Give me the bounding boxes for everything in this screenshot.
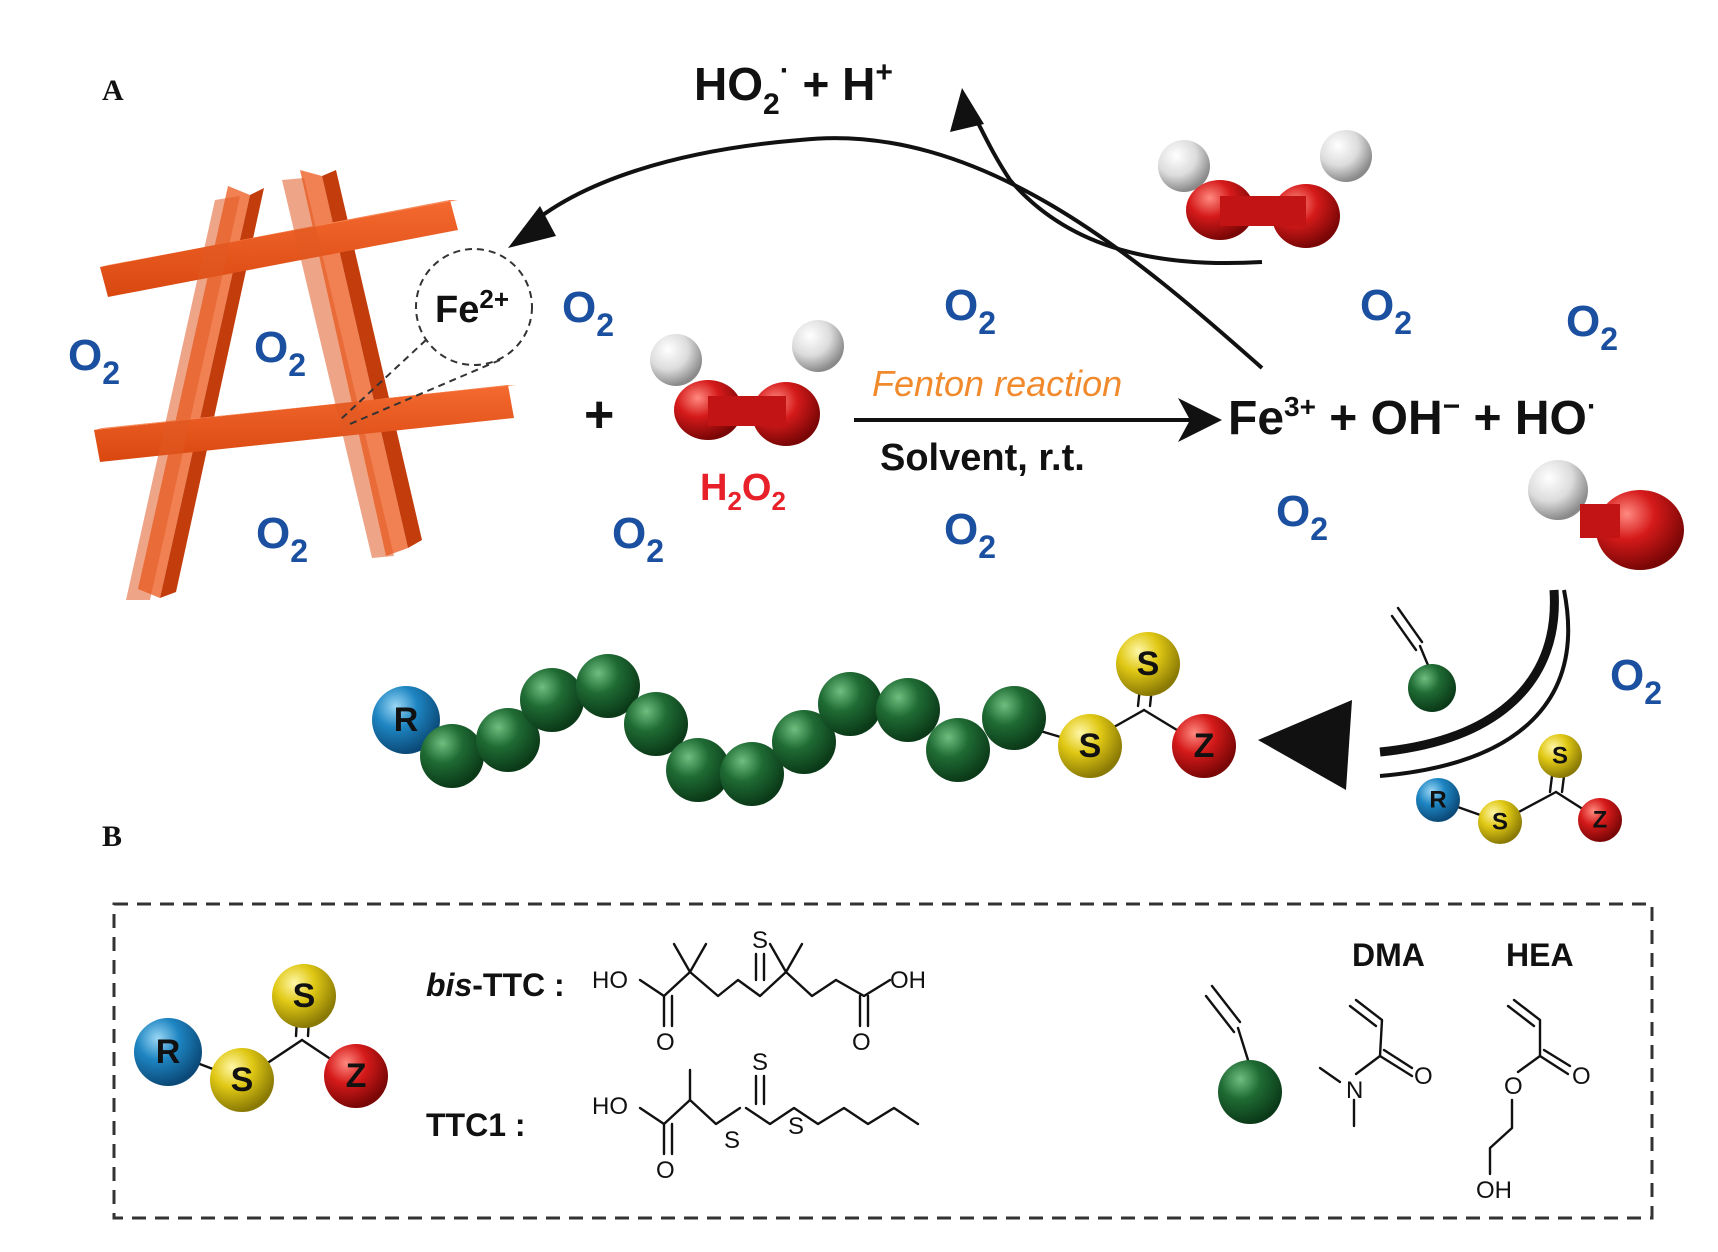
cta-legend-s1: S (231, 1061, 254, 1099)
cta-small-z: Z (1593, 807, 1608, 834)
h2o2-molecule (650, 320, 844, 446)
fenton-products-label: Fe3+ + OH− + HO· (1228, 390, 1597, 445)
o2-label: O2 (944, 505, 996, 565)
cta-legend-s2: S (293, 977, 316, 1015)
o2-label: O2 (68, 331, 120, 391)
o2-label: O2 (612, 509, 664, 569)
svg-text:O: O (852, 1029, 871, 1056)
o2-label: O2 (1566, 297, 1618, 357)
o2-label: O2 (256, 509, 308, 569)
cta-small-r: R (1429, 787, 1446, 814)
fe2-callout: Fe2+ (339, 248, 533, 425)
svg-text:N: N (1346, 1077, 1363, 1104)
svg-text:O: O (1414, 1063, 1433, 1090)
chain-s2-label: S (1137, 645, 1160, 683)
o2-label: O2 (1276, 487, 1328, 547)
chain-z-label: Z (1194, 727, 1215, 765)
o2-label: O2 (562, 283, 614, 343)
fenton-arrow (854, 398, 1222, 442)
fenton-reaction-label: Fenton reaction (872, 363, 1122, 404)
svg-text:OH: OH (1476, 1177, 1512, 1204)
svg-text:S: S (724, 1127, 740, 1154)
monomer-icon-legend (1204, 984, 1282, 1124)
ho2-product-label: HO2· + H+ (694, 54, 893, 121)
cta-small-s1: S (1492, 809, 1508, 836)
cta-legend-z: Z (346, 1057, 367, 1095)
svg-text:S: S (752, 1049, 768, 1076)
cta-small-s2: S (1552, 743, 1568, 770)
initiation-arrow (1258, 589, 1571, 790)
chain-s1-label: S (1079, 727, 1102, 765)
cta-small: R S S Z (1416, 734, 1622, 844)
h2o2-label: H2O2 (700, 467, 786, 516)
mof-framework (94, 170, 516, 600)
svg-text:HO: HO (592, 1093, 628, 1120)
bis-ttc-label: bis-TTC : (426, 967, 565, 1003)
svg-text:O: O (1572, 1063, 1591, 1090)
o2-label: O2 (944, 281, 996, 341)
chain-r-label: R (394, 701, 419, 739)
o2-label: O2 (1610, 651, 1662, 711)
svg-text:O: O (1504, 1073, 1523, 1100)
o2-label: O2 (1360, 281, 1412, 341)
o2-label: O2 (254, 323, 306, 383)
legend-box (112, 902, 1654, 1220)
panel-label-a: A (102, 74, 124, 107)
svg-text:S: S (752, 927, 768, 954)
cta-legend-r: R (156, 1033, 181, 1071)
monomer-icon-small (1390, 606, 1456, 712)
hea-label: HEA (1506, 937, 1574, 973)
dma-structure: O N (1318, 998, 1433, 1128)
hydroxyl-radical-molecule (1528, 460, 1684, 570)
hea-structure: O O OH (1476, 998, 1591, 1204)
regeneration-arrows (508, 88, 1264, 370)
fe2-label: Fe2+ (435, 284, 509, 331)
svg-text:O: O (656, 1157, 675, 1184)
panel-label-b: B (102, 820, 122, 853)
cta-legend: R S S Z (134, 964, 388, 1112)
svg-text:OH: OH (890, 967, 926, 994)
plus-sign: + (584, 386, 614, 444)
o2-labels: O2 O2 O2 O2 O2 O2 O2 O2 O2 O2 O2 (68, 281, 1662, 711)
svg-text:O: O (656, 1029, 675, 1056)
solvent-label: Solvent, r.t. (880, 437, 1085, 479)
polymer-chain: R S S Z (372, 632, 1236, 806)
svg-text:S: S (788, 1113, 804, 1140)
ttc1-structure: HO O S S S (592, 1049, 920, 1184)
bis-ttc-structure: HO O O OH S (592, 927, 926, 1056)
ttc1-label: TTC1 : (426, 1107, 526, 1143)
h2o2-molecule-top (1158, 130, 1372, 248)
svg-text:HO: HO (592, 967, 628, 994)
dma-label: DMA (1352, 937, 1425, 973)
